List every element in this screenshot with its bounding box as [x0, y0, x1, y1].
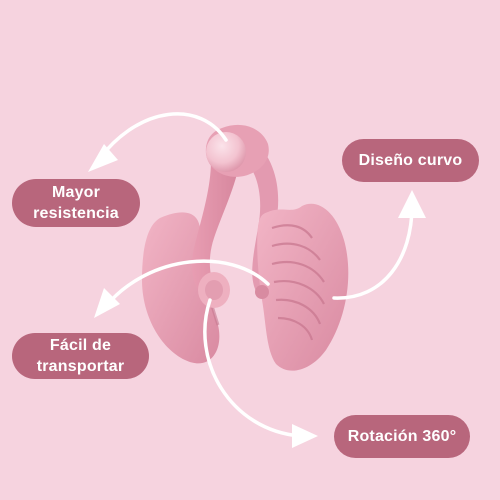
arrowheads: [88, 144, 426, 448]
hinge-knob: [206, 132, 246, 172]
feature-badge-rotation: Rotación 360°: [334, 415, 470, 458]
feature-label-line-1: Fácil de: [49, 337, 112, 354]
feature-label-line-2: resistencia: [33, 205, 119, 222]
feature-badge-curved-design: Diseño curvo: [342, 139, 479, 182]
feature-badge-portable: Fácil de transportar: [12, 333, 149, 379]
right-pad-ridges: [271, 224, 325, 341]
feature-badge-resistance: Mayor resistencia: [12, 179, 140, 227]
feature-label: Diseño curvo: [358, 152, 463, 169]
right-pad: [257, 203, 349, 371]
curved-arrow-icon: [98, 112, 414, 438]
feature-label-line-2: transportar: [36, 358, 125, 375]
feature-label-line-1: Mayor: [51, 184, 101, 201]
feature-label: Rotación 360°: [347, 428, 457, 445]
